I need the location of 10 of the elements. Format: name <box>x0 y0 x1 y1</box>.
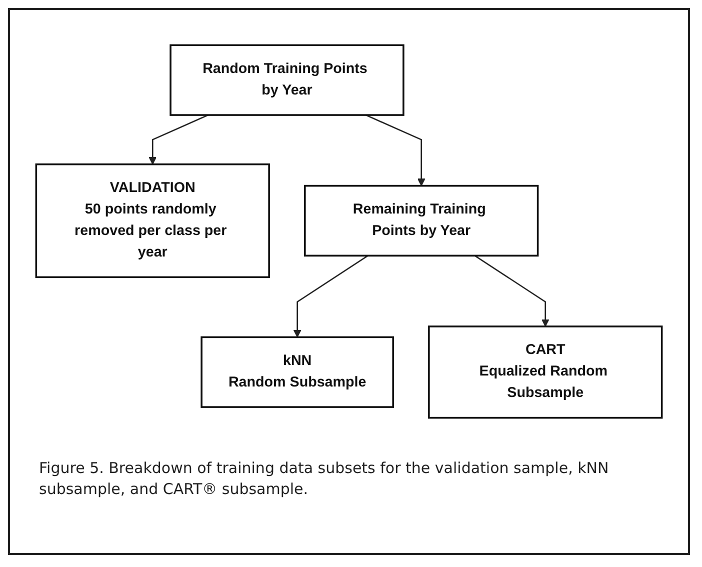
arrow <box>474 254 550 326</box>
figure-caption: Figure 5. Breakdown of training data subsets for the validation sample, kNN subsample, and CART® subsample. <box>39 458 610 500</box>
arrow <box>293 254 368 338</box>
arrow <box>366 114 426 186</box>
node-box: Remaining Training Points by Year <box>304 184 539 256</box>
arrow <box>148 114 208 164</box>
node-box: CART Equalized Random Subsample <box>428 325 663 418</box>
node-box: Random Training Points by Year <box>170 44 404 116</box>
node-box: kNN Random Subsample <box>200 336 394 408</box>
node-box: VALIDATION 50 points randomly removed per class per year <box>35 162 270 278</box>
